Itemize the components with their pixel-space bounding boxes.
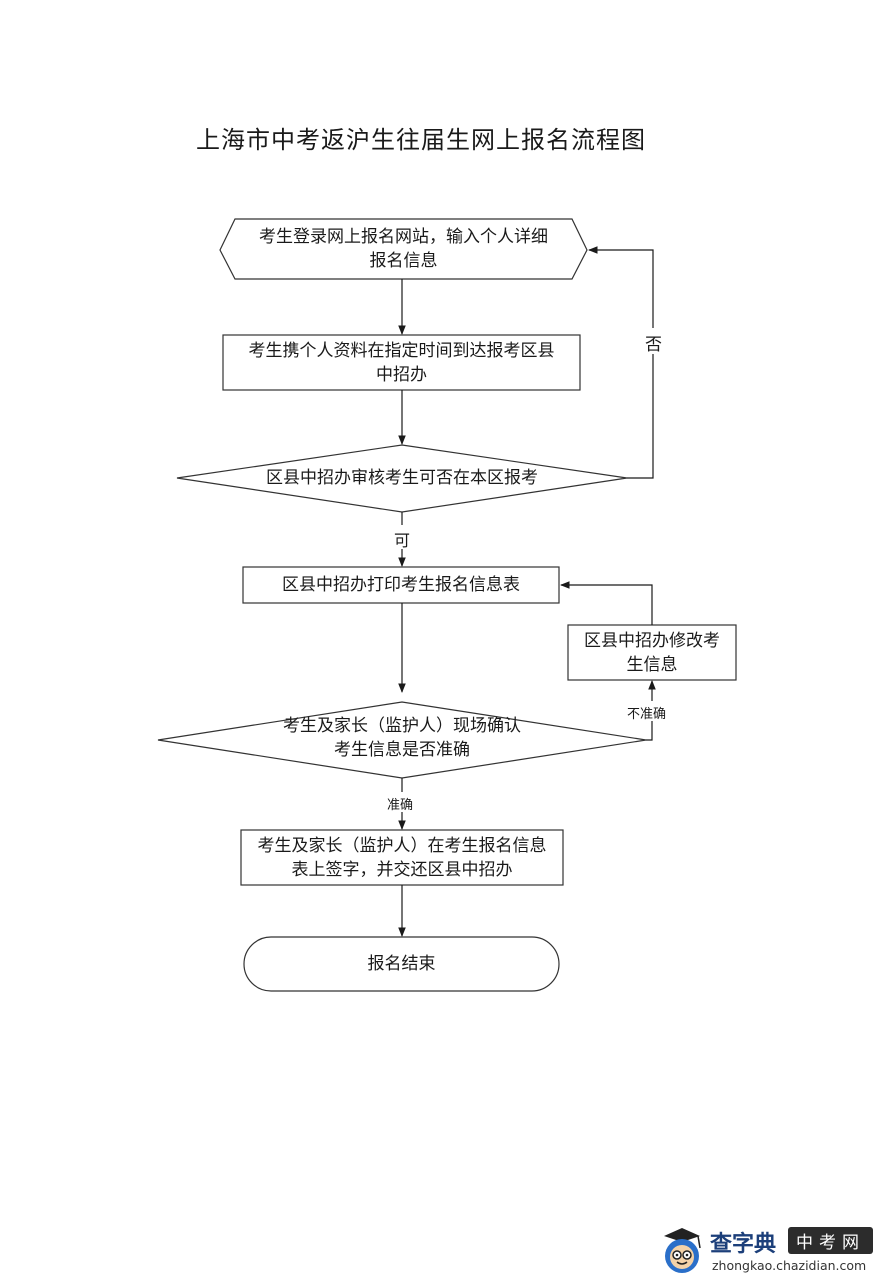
modify-node: 区县中招办修改考 生信息 — [568, 629, 736, 677]
mascot-logo-icon — [664, 1228, 701, 1273]
bring-docs-node-line2: 中招办 — [376, 365, 427, 385]
end-node: 报名结束 — [367, 954, 436, 974]
page-title: 上海市中考返沪生往届生网上报名流程图 — [196, 126, 646, 154]
sign-node-line1: 考生及家长（监护人）在考生报名信息 — [257, 836, 547, 856]
confirm-decision-line2: 考生信息是否准确 — [334, 740, 470, 760]
edge-label-yes: 可 — [394, 531, 411, 550]
confirm-decision: 考生及家长（监护人）现场确认 考生信息是否准确 — [222, 714, 582, 762]
print-node-shape — [242, 566, 560, 604]
start-node-shape — [219, 218, 588, 280]
bring-docs-node-shape — [222, 334, 581, 391]
arrow-modify-to-print — [560, 581, 653, 625]
edge-label-inaccurate: 不准确 — [627, 707, 667, 722]
bring-docs-node: 考生携个人资料在指定时间到达报考区县 中招办 — [223, 339, 580, 387]
watermark-brand: 查字典 — [710, 1232, 777, 1257]
watermark-section: 中考网 — [788, 1227, 873, 1254]
edge-label-no: 否 — [645, 335, 662, 355]
sign-node-shape — [240, 829, 564, 886]
end-node-shape — [243, 936, 560, 992]
modify-node-line2: 生信息 — [626, 655, 678, 675]
edge-label-accurate: 准确 — [387, 798, 414, 813]
watermark: 查字典 中考网 zhongkao.chazidian.com — [658, 1220, 886, 1280]
review-decision: 区县中招办审核考生可否在本区报考 — [266, 468, 538, 488]
arrow-review-no-to-start — [588, 246, 654, 479]
watermark-url: zhongkao.chazidian.com — [712, 1258, 867, 1273]
sign-node-line2: 表上签字，并交还区县中招办 — [291, 860, 513, 880]
sign-node: 考生及家长（监护人）在考生报名信息 表上签字，并交还区县中招办 — [241, 834, 563, 882]
start-node-line2: 报名信息 — [369, 251, 438, 271]
print-node: 区县中招办打印考生报名信息表 — [282, 575, 520, 595]
modify-node-line1: 区县中招办修改考 — [584, 631, 720, 651]
confirm-decision-line1: 考生及家长（监护人）现场确认 — [283, 716, 521, 736]
start-node-line1: 考生登录网上报名网站，输入个人详细 — [259, 227, 548, 247]
start-node: 考生登录网上报名网站，输入个人详细 报名信息 — [235, 225, 572, 273]
bring-docs-node-line1: 考生携个人资料在指定时间到达报考区县 — [248, 341, 555, 361]
arrow-confirm-inaccurate-to-modify — [646, 680, 656, 741]
